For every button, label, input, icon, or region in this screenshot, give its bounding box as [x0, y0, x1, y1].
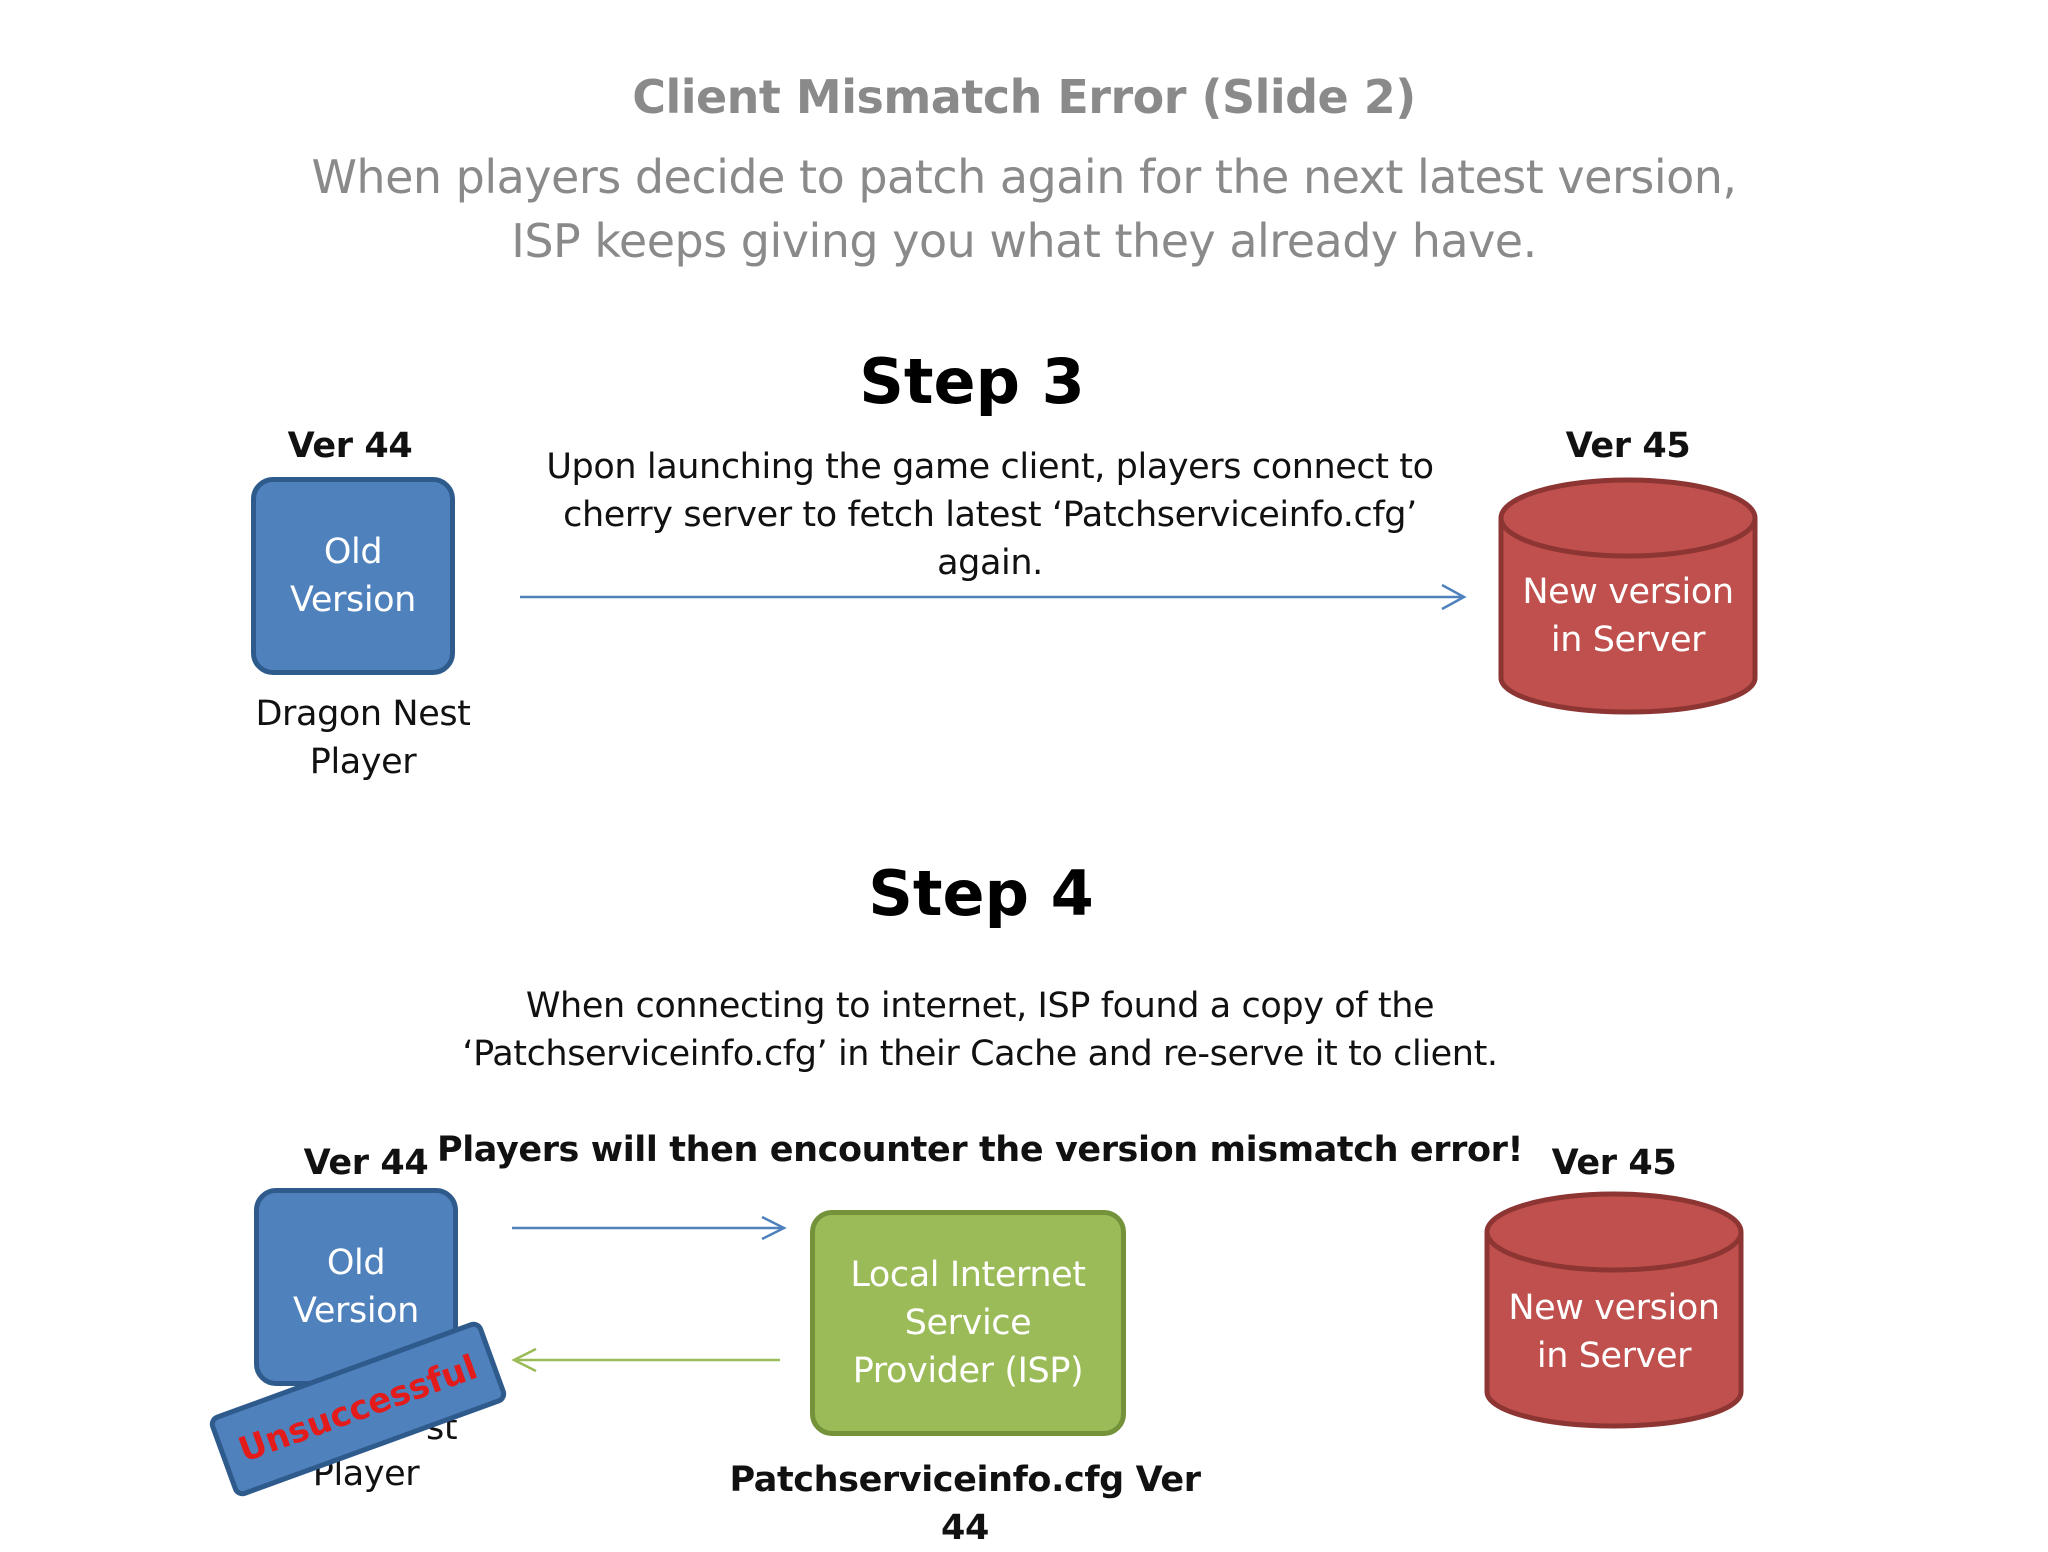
step3-description-line: Upon launching the game client, players … [546, 447, 1434, 487]
server-label-line: in Server [1550, 620, 1706, 660]
step3-server-cylinder [1498, 477, 1758, 715]
slide-subtitle: When players decide to patch again for t… [200, 145, 1848, 273]
step4-warning: Players will then encounter the version … [436, 1130, 1524, 1170]
slide-title: Client Mismatch Error (Slide 2) [632, 70, 1416, 124]
step3-server-label: New version in Server [1498, 568, 1758, 664]
step4-description: When connecting to internet, ISP found a… [430, 982, 1530, 1078]
step3-server-version: Ver 45 [1565, 426, 1691, 466]
step3-title: Step 3 [859, 345, 1085, 418]
client-box-line: Old [326, 1243, 386, 1283]
step3-client-version: Ver 44 [287, 426, 413, 466]
server-label-line: in Server [1536, 1336, 1692, 1376]
step4-request-arrow [512, 1215, 787, 1241]
step4-server-cylinder [1484, 1191, 1744, 1429]
step4-response-arrow [511, 1347, 780, 1373]
server-label-line: New version [1522, 572, 1734, 612]
step3-description-line: again. [937, 543, 1043, 583]
isp-box-line: Local Internet [850, 1255, 1086, 1295]
step4-title: Step 4 [868, 857, 1094, 930]
step3-request-arrow [520, 583, 1467, 611]
subtitle-line: When players decide to patch again for t… [311, 150, 1737, 204]
server-label-line: New version [1508, 1288, 1720, 1328]
isp-box: Local Internet Service Provider (ISP) [810, 1210, 1126, 1436]
client-box-line: Version [293, 1291, 419, 1331]
subtitle-line: ISP keeps giving you what they already h… [511, 214, 1537, 268]
client-box-line: Old [323, 532, 383, 572]
isp-box-line: Service [904, 1303, 1032, 1343]
step4-server-version: Ver 45 [1551, 1143, 1677, 1183]
isp-caption: Patchserviceinfo.cfg Ver 44 [729, 1460, 1201, 1548]
client-caption-line: Dragon Nest [255, 694, 471, 734]
isp-box-line: Provider (ISP) [852, 1351, 1084, 1391]
step3-description-line: cherry server to fetch latest ‘Patchserv… [563, 495, 1417, 535]
step4-server-label: New version in Server [1484, 1284, 1744, 1380]
client-box-line: Version [290, 580, 416, 620]
step3-client-caption: Dragon Nest Player [213, 690, 513, 786]
client-caption-line: Player [309, 742, 417, 782]
step3-client-box: Old Version [251, 477, 455, 675]
step4-client-version: Ver 44 [303, 1143, 429, 1183]
step4-description-line: ‘Patchserviceinfo.cfg’ in their Cache an… [462, 1034, 1498, 1074]
step4-description-line: When connecting to internet, ISP found a… [525, 986, 1435, 1026]
step3-description: Upon launching the game client, players … [500, 443, 1480, 587]
